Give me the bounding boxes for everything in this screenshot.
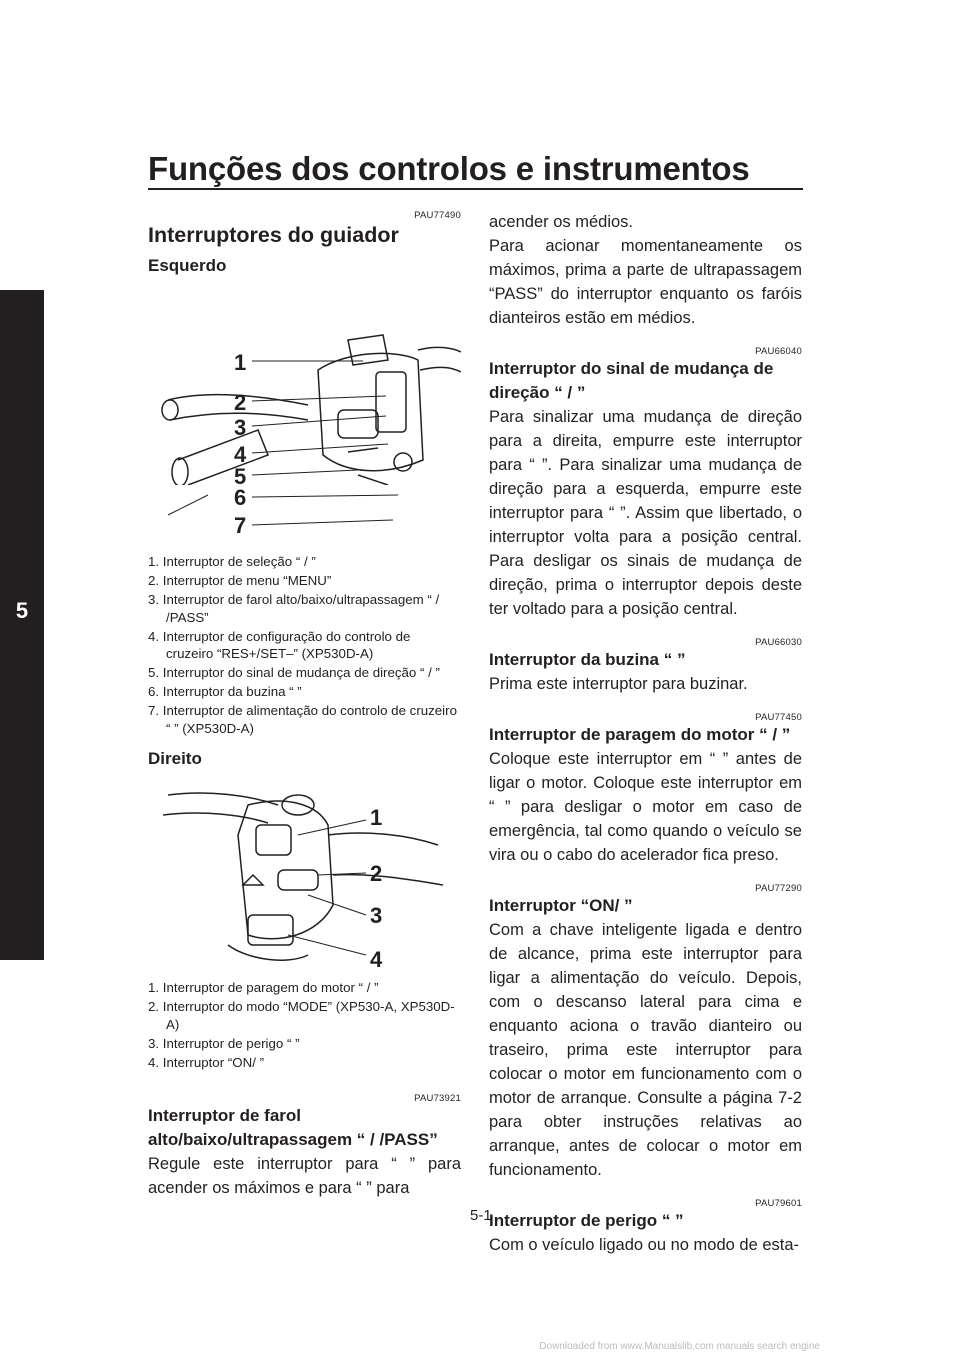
- legend-item: 2. Interruptor do modo “MODE” (XP530-A, …: [148, 999, 455, 1032]
- left-handlebar-figure: 1 2 3 4 5: [148, 280, 462, 489]
- callout-6: 6: [234, 485, 247, 510]
- right-column: acender os médios. Para acionar momentan…: [489, 210, 802, 1257]
- para-buzina: Prima este interruptor para buzinar.: [489, 675, 748, 693]
- page-title: Funções dos controlos e instrumentos: [148, 150, 750, 187]
- legend-item: 3. Interruptor de perigo “ ”: [148, 1035, 300, 1051]
- legend-item: 4. Interruptor de configuração do contro…: [148, 628, 411, 662]
- heading-perigo: Interruptor de perigo “ ”: [489, 1211, 684, 1230]
- callout-4: 4: [234, 442, 247, 467]
- callout-5: 5: [234, 464, 247, 489]
- heading-on: Interruptor “ON/ ”: [489, 896, 633, 915]
- legend-item: 1. Interruptor de paragem do motor “ / ”: [148, 980, 379, 995]
- legend-item: 3. Interruptor de farol alto/baixo/ultra…: [148, 592, 440, 625]
- legend-item: 6. Interruptor da buzina “ ”: [148, 684, 302, 699]
- legend-item: 2. Interruptor de menu “MENU”: [148, 573, 332, 588]
- watermark: Downloaded from www.Manualslib.com manua…: [539, 1341, 820, 1352]
- left-handlebar-figure-lower: 6 7: [148, 485, 461, 545]
- ref-code: PAU77450: [755, 712, 802, 723]
- chapter-tab: [0, 290, 44, 960]
- ref-code: PAU66030: [755, 637, 802, 648]
- callout-4: 4: [370, 947, 383, 972]
- left-heading: Esquerdo: [148, 256, 227, 275]
- heading-buzina: Interruptor da buzina “ ”: [489, 650, 686, 669]
- callout-2: 2: [234, 390, 247, 415]
- legend-item: 7. Interruptor de alimentação do control…: [148, 703, 457, 736]
- right-figure-legend: 1. Interruptor de paragem do motor “ / ”…: [148, 979, 461, 1071]
- section-title: Interruptores do guiador: [148, 223, 399, 247]
- callout-2: 2: [370, 861, 383, 886]
- para-farol-cont: acender os médios.: [489, 213, 633, 231]
- right-handlebar-drawing: [162, 792, 444, 961]
- callout-1: 1: [234, 350, 247, 375]
- ref-code: PAU79601: [755, 1198, 802, 1209]
- right-heading: Direito: [148, 749, 202, 768]
- header-rule: [148, 188, 803, 190]
- right-handlebar-figure: 1 2 3 4: [148, 775, 461, 975]
- heading-sinal: Interruptor do sinal de mudança de direç…: [489, 359, 774, 402]
- para-perigo: Com o veículo ligado ou no modo de esta-: [489, 1236, 800, 1254]
- callout-3: 3: [370, 903, 383, 928]
- ref-code: PAU77290: [755, 883, 802, 894]
- left-figure-legend: 1. Interruptor de seleção “ / ” 2. Inter…: [148, 553, 461, 737]
- leader-lines: [251, 360, 389, 476]
- heading-paragem: Interruptor de paragem do motor “ / ”: [489, 725, 791, 744]
- heading-farol: Interruptor de farol alto/baixo/ultrapas…: [148, 1106, 438, 1149]
- para-pass: Para acionar momentaneamente os máximos,…: [489, 237, 802, 327]
- para-paragem: Coloque este interruptor em “ ” antes de…: [489, 750, 802, 864]
- legend-item: 1. Interruptor de seleção “ / ”: [148, 554, 316, 569]
- page-number: 5-1: [470, 1207, 492, 1224]
- callout-3: 3: [234, 415, 247, 440]
- left-handlebar-drawing: [161, 334, 462, 487]
- left-column: PAU77490 Interruptores do guiador Esquer…: [148, 210, 462, 1200]
- ref-code: PAU77490: [414, 210, 461, 221]
- callout-1: 1: [370, 805, 383, 830]
- ref-code: PAU73921: [414, 1093, 461, 1104]
- chapter-tab-number: 5: [15, 598, 29, 623]
- ref-code: PAU66040: [755, 346, 802, 357]
- para-on: Com a chave inteligente ligada e dentro …: [489, 921, 802, 1179]
- para-sinal: Para sinalizar uma mudança de direção pa…: [489, 408, 802, 618]
- legend-item: 5. Interruptor do sinal de mudança de di…: [148, 665, 440, 680]
- leader-lines-lower: [167, 494, 399, 526]
- legend-item: 4. Interruptor “ON/ ”: [148, 1054, 265, 1070]
- callout-7: 7: [234, 513, 247, 538]
- para-farol: Regule este interruptor para “ ” para ac…: [148, 1155, 461, 1197]
